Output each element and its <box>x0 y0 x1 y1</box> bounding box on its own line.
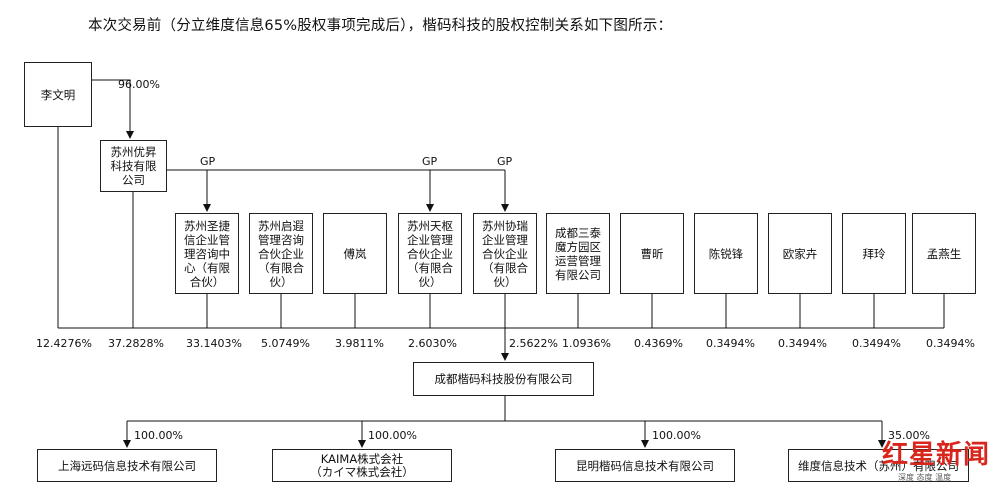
pct-qixia: 5.0749% <box>261 337 310 350</box>
watermark-slogan: 深度 态度 温度 <box>898 473 952 482</box>
sub-pct-shanghai: 100.00% <box>134 429 183 442</box>
pct-xierui: 2.5622% <box>509 337 558 350</box>
node-tianshu: 苏州天枢 企业管理 合伙企业 （有限合 伙） <box>398 213 462 294</box>
node-kunming-kaima: 昆明楷码信息技术有限公司 <box>555 449 735 482</box>
watermark-logo: 红星新闻 深度 态度 温度 <box>870 430 1004 495</box>
label-gp-xierui: GP <box>497 155 513 168</box>
node-li-wenming: 李文明 <box>24 62 92 127</box>
node-kaima-jp: KAIMA株式会社 （カイマ株式会社） <box>272 449 452 482</box>
node-suzhou-youwei: 苏州优昇 科技有限 公司 <box>100 140 167 192</box>
pct-ou-jiahui: 0.3494% <box>778 337 827 350</box>
node-fu-lan: 傅岚 <box>323 213 387 294</box>
node-shengjie: 苏州圣捷 信企业管 理咨询中 心（有限 合伙） <box>175 213 239 294</box>
node-weidu: 维度信息技术（苏州）有限公司 <box>788 449 969 482</box>
node-chengdu-santai: 成都三泰 魔方园区 运营管理 有限公司 <box>546 213 610 294</box>
pct-chen-ruifeng: 0.3494% <box>706 337 755 350</box>
pct-meng-yansheng: 0.3494% <box>926 337 975 350</box>
sub-pct-kunming: 100.00% <box>652 429 701 442</box>
pct-chengdu-santai: 1.0936% <box>562 337 611 350</box>
watermark-brand: 红星新闻 <box>882 440 991 470</box>
node-bai-ling: 拜玲 <box>842 213 906 294</box>
node-meng-yansheng: 孟燕生 <box>912 213 976 294</box>
pct-fu-lan: 3.9811% <box>335 337 384 350</box>
sub-pct-weidu: 35.00% <box>888 429 930 442</box>
node-shanghai-yuanma: 上海远码信息技术有限公司 <box>37 449 217 482</box>
node-qixia: 苏州启遐 管理咨询 合伙企业 （有限合 伙） <box>249 213 313 294</box>
label-gp-shengjie: GP <box>200 155 216 168</box>
label-gp-tianshu: GP <box>422 155 438 168</box>
node-xierui: 苏州协瑞 企业管理 合伙企业 （有限合 伙） <box>473 213 537 294</box>
header-text: 本次交易前（分立维度信息65%股权事项完成后），楷码科技的股权控制关系如下图所示… <box>88 18 673 34</box>
pct-li-wenming: 12.4276% <box>36 337 92 350</box>
pct-cao-xin: 0.4369% <box>634 337 683 350</box>
pct-bai-ling: 0.3494% <box>852 337 901 350</box>
sub-pct-kaima-jp: 100.00% <box>368 429 417 442</box>
pct-tianshu: 2.6030% <box>408 337 457 350</box>
node-kaima-keji: 成都楷码科技股份有限公司 <box>413 362 594 396</box>
label-li-to-youwei: 96.00% <box>118 78 160 91</box>
node-ou-jiahui: 欧家卉 <box>768 213 832 294</box>
pct-suzhou-youwei: 37.2828% <box>108 337 164 350</box>
node-cao-xin: 曹昕 <box>620 213 684 294</box>
node-chen-ruifeng: 陈锐锋 <box>694 213 758 294</box>
pct-shengjie: 33.1403% <box>186 337 242 350</box>
